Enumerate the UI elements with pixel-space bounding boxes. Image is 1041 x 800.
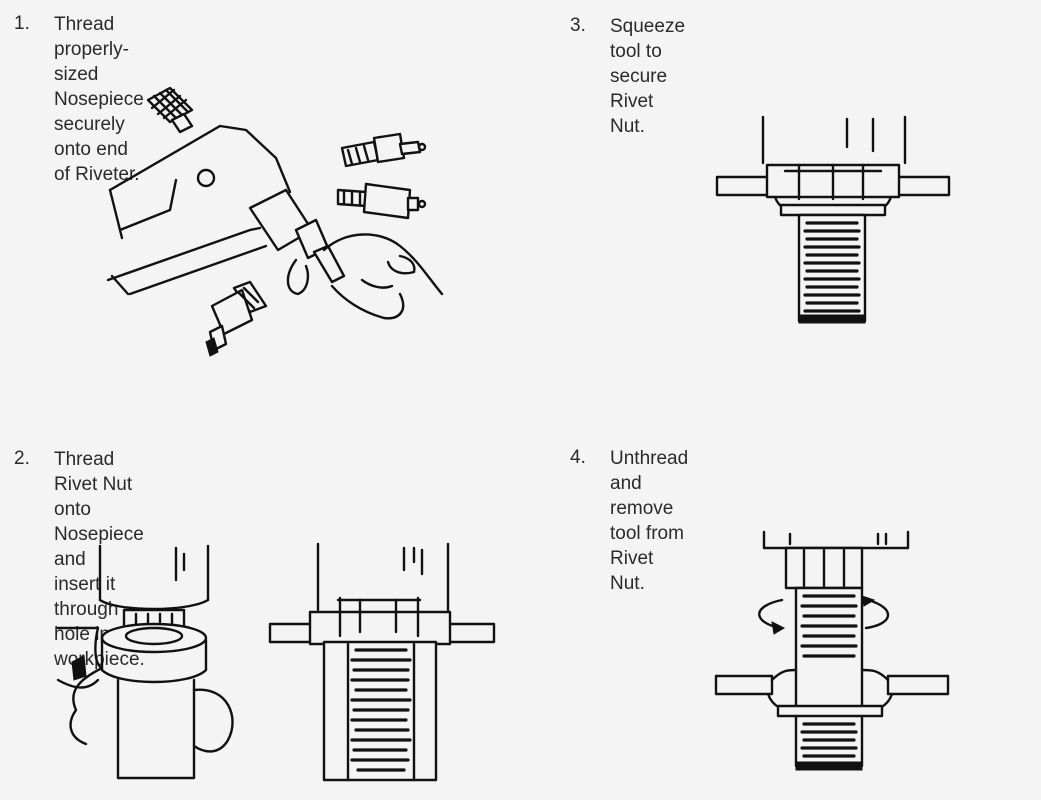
step-2-number: 2. — [14, 448, 30, 469]
step-1-number: 1. — [14, 13, 30, 34]
rivet-nut-on-nosepiece-hand-illustration — [58, 540, 248, 790]
step-3-text: Squeeze tool to secure Rivet Nut. — [610, 16, 686, 137]
hand-illustration — [288, 234, 442, 318]
riveter-knob — [148, 88, 192, 132]
step-2-text: Thread Rivet Nut onto Nosepiece and inse… — [54, 449, 145, 670]
rivet-nut-threads — [352, 650, 410, 770]
riveter-with-nosepieces-illustration — [100, 80, 450, 370]
squeezed-nut-threads — [805, 223, 859, 311]
nosepiece-medium — [338, 184, 425, 218]
installed-nut-threads — [802, 724, 856, 756]
riveter-nose — [250, 190, 344, 282]
rotation-arrow-icon — [759, 596, 888, 634]
nosepiece-large — [206, 282, 266, 356]
step-1-text: Thread properly-sized Nosepiece securely… — [54, 14, 144, 185]
tool-screw-threads — [802, 596, 856, 656]
rivet-nut-squeezed-illustration — [715, 115, 955, 330]
step-3-number: 3. — [570, 15, 586, 36]
riveter-body — [108, 126, 290, 294]
step-4-number: 4. — [570, 447, 586, 468]
nosepiece-small — [342, 134, 425, 166]
step-4-text: Unthread and remove tool from Rivet Nut. — [610, 448, 689, 594]
rivet-nut-in-workpiece-illustration — [268, 540, 498, 790]
unthread-tool-illustration — [712, 530, 954, 778]
